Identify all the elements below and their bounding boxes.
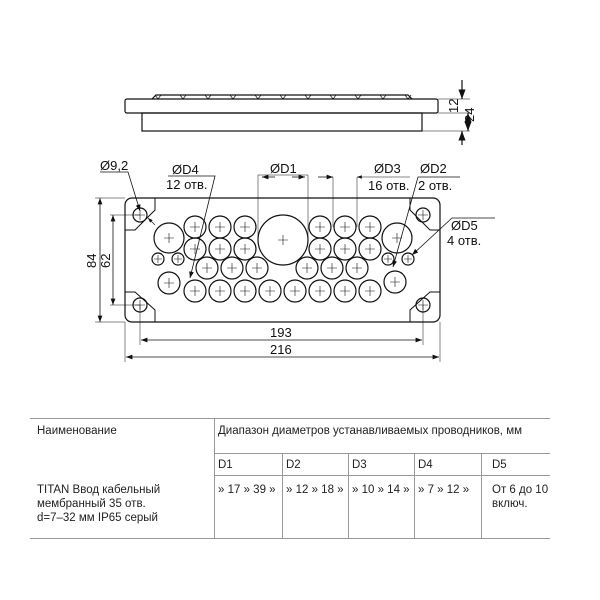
hole-d4 <box>195 256 219 280</box>
hole-d4 <box>245 256 269 280</box>
dim-height-total: 24 <box>462 108 477 122</box>
front-view <box>124 197 441 323</box>
label-d3-count: 16 отв. <box>368 178 410 193</box>
hole-d4 <box>220 256 244 280</box>
hole-d3 <box>233 237 257 261</box>
dimensions: Ø9,2 ØD4 12 отв. ØD1 ØD3 16 отв. ØD2 2 о… <box>84 158 495 362</box>
subheader-d5: D5 <box>492 459 507 471</box>
label-d4-count: 12 отв. <box>166 177 208 192</box>
dim-width-outer: 216 <box>270 342 292 357</box>
value-d2: » 12 » 18 » <box>286 484 344 496</box>
label-d1: ØD1 <box>270 161 297 176</box>
hole-d3 <box>183 237 207 261</box>
product-name-line: d=7–32 мм IP65 серый <box>37 512 158 524</box>
hole-d5 <box>151 252 165 266</box>
side-view: 12 24 <box>124 80 477 145</box>
dim-height-top: 12 <box>446 99 461 113</box>
label-d5: ØD5 <box>451 218 478 233</box>
dim-height-inner: 62 <box>98 254 113 268</box>
product-name-line: мембранный 35 отв. <box>37 498 146 510</box>
hole-d4 <box>320 256 344 280</box>
technical-drawing: 12 24 Ø9,2 ØD4 12 отв. <box>84 80 495 362</box>
label-mount-hole: Ø9,2 <box>100 158 128 173</box>
hole-d4 <box>333 279 357 303</box>
hole-d5 <box>401 252 415 266</box>
hole-d4 <box>233 279 257 303</box>
label-d3: ØD3 <box>374 161 401 176</box>
label-d2-count: 2 отв. <box>418 178 452 193</box>
product-name-line: TITAN Ввод кабельный <box>37 484 161 496</box>
value-d5: От 6 до 10 включ. <box>492 484 549 510</box>
hole-d4 <box>295 256 319 280</box>
header-name: Наименование <box>37 425 117 437</box>
hole-d4 <box>345 256 369 280</box>
hole-d3 <box>358 237 382 261</box>
label-d5-count: 4 отв. <box>447 233 481 248</box>
label-d2: ØD2 <box>420 161 447 176</box>
hole-d4 <box>283 279 307 303</box>
product-name: TITAN Ввод кабельный мембранный 35 отв. … <box>37 483 160 525</box>
value-d4: » 7 » 12 » <box>418 484 470 496</box>
subheader-d3: D3 <box>352 459 367 471</box>
dim-width-holes: 193 <box>270 325 292 340</box>
hole-d4 <box>157 271 181 295</box>
hole-d3 <box>308 237 332 261</box>
mounting-hole <box>415 207 431 223</box>
hole-d4 <box>183 279 207 303</box>
hole-d4 <box>258 279 282 303</box>
hole-d2 <box>153 222 185 254</box>
label-d4: ØD4 <box>172 162 199 177</box>
hole-d3 <box>208 237 232 261</box>
hole-d4 <box>358 279 382 303</box>
hole-d4 <box>308 279 332 303</box>
hole-d4 <box>383 270 407 294</box>
header-range: Диапазон диаметров устанавливаемых прово… <box>218 425 523 437</box>
value-d3: » 10 » 14 » <box>352 484 410 496</box>
hole-d3 <box>333 237 357 261</box>
hole-d4 <box>208 279 232 303</box>
hole-d5 <box>171 252 185 266</box>
value-d1: » 17 » 39 » <box>218 484 276 496</box>
subheader-d2: D2 <box>286 459 301 471</box>
hole-d5 <box>381 252 395 266</box>
dim-height-outer: 84 <box>84 254 99 268</box>
subheader-d4: D4 <box>418 459 433 471</box>
subheader-d1: D1 <box>218 459 233 471</box>
